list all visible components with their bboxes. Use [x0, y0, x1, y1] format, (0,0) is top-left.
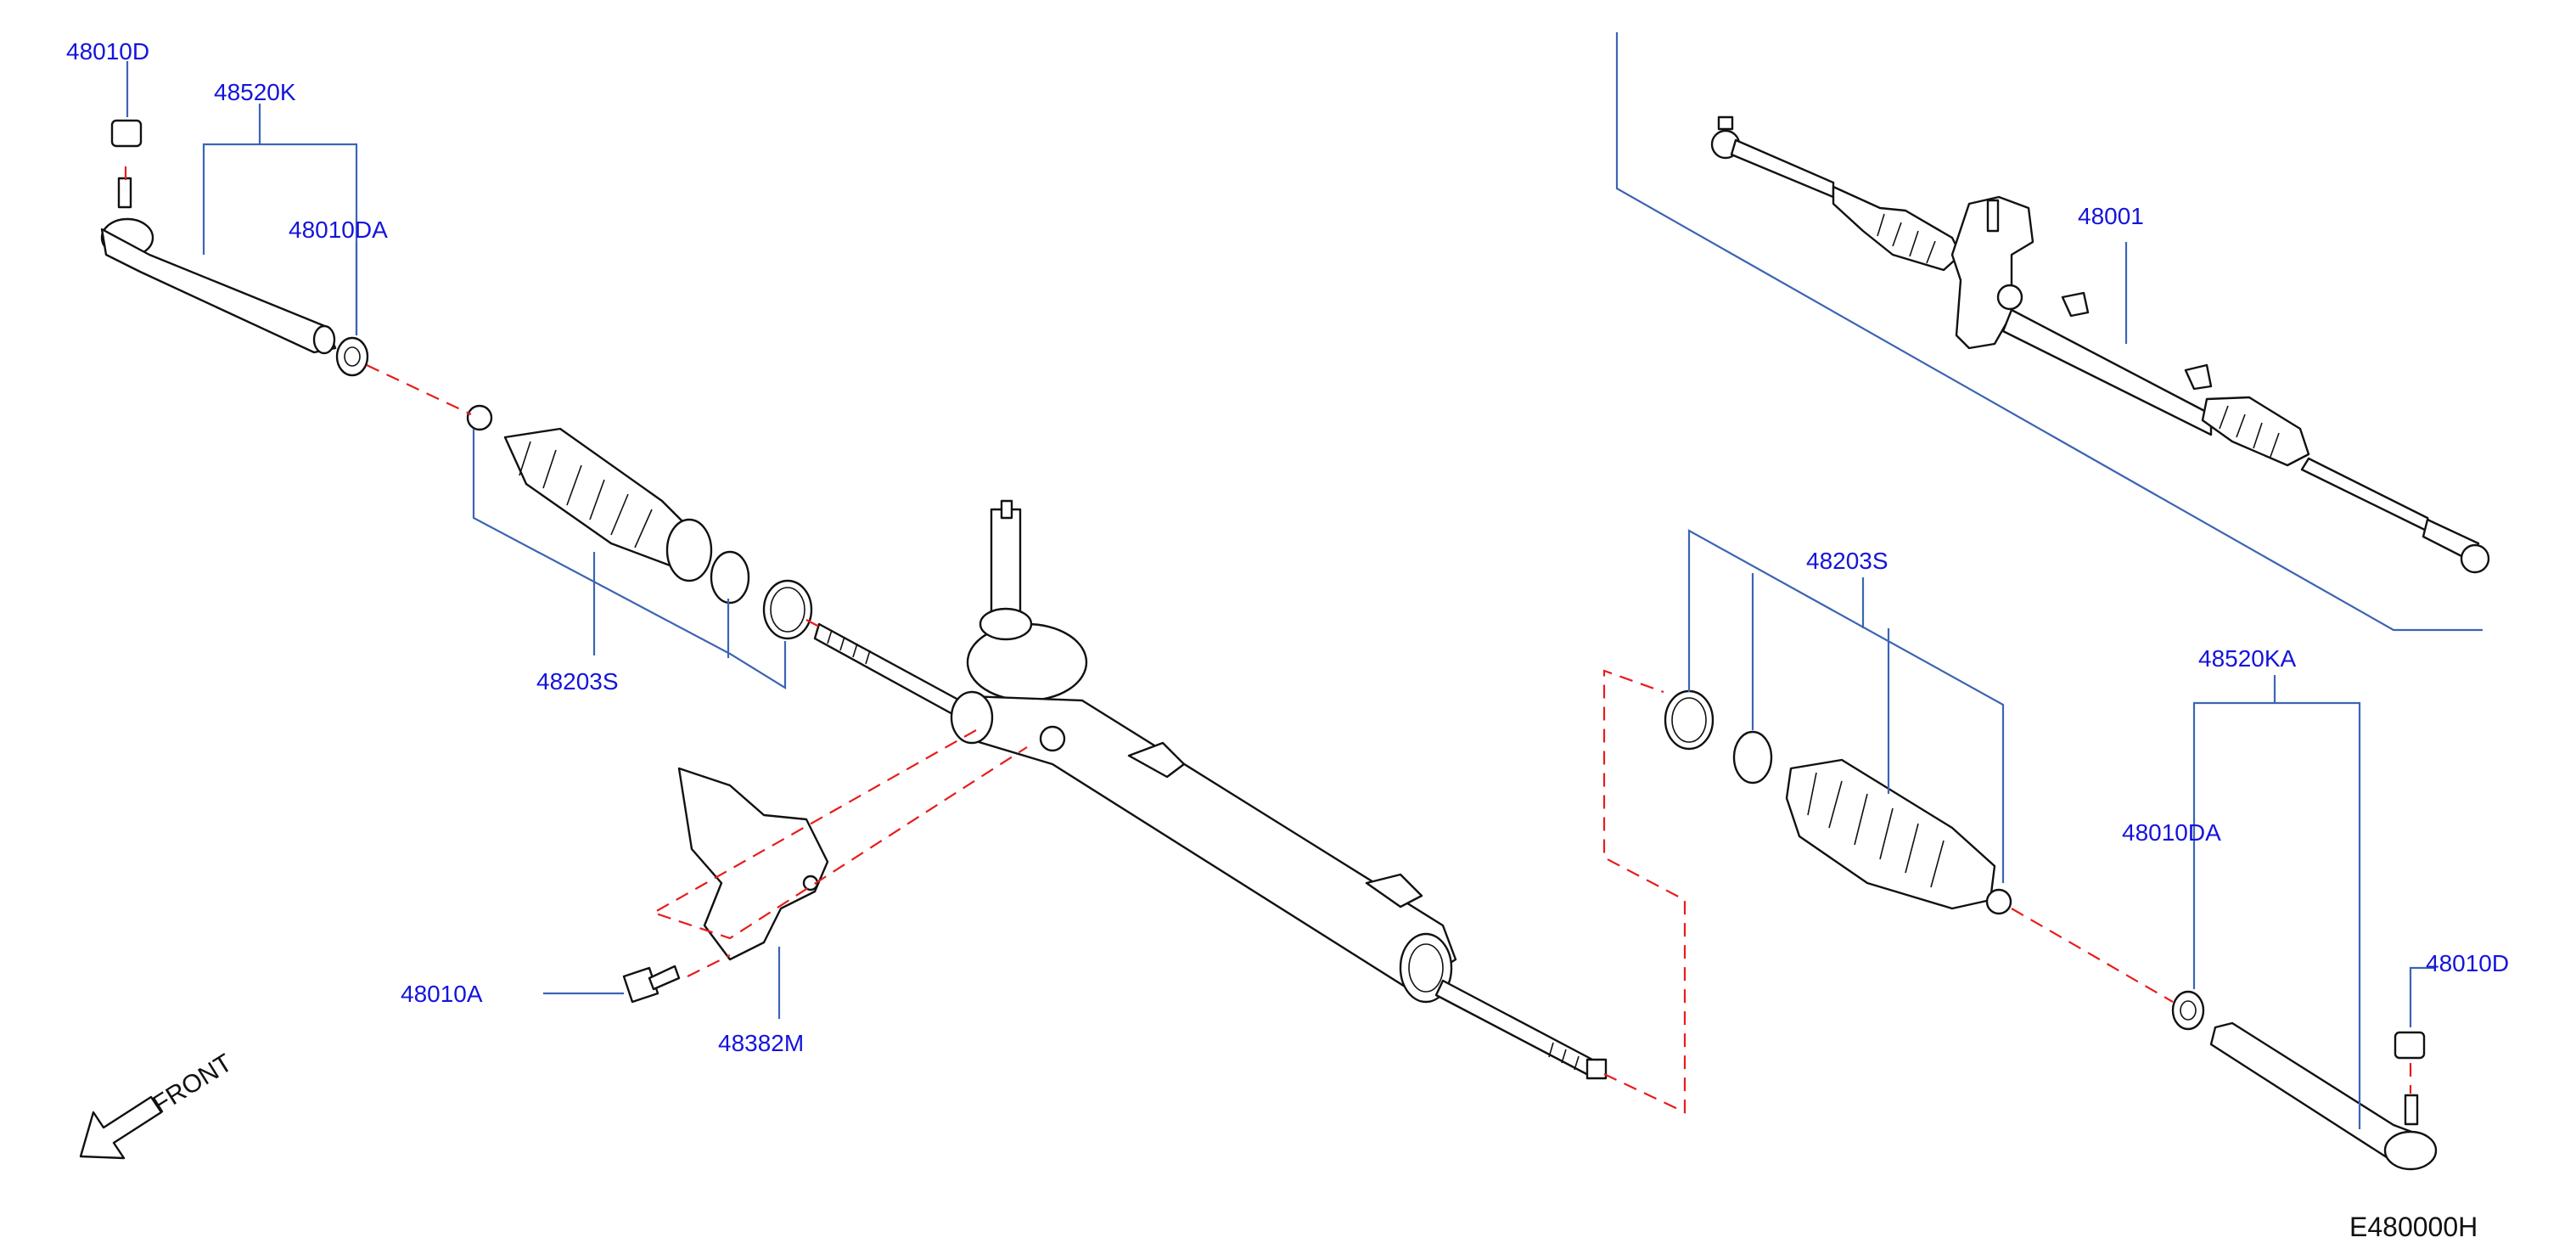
assembly-bracket-line	[1615, 32, 2483, 632]
callout-48010A[interactable]: 48010A	[401, 981, 483, 1007]
callout-48010DA-left[interactable]: 48010DA	[289, 217, 388, 243]
boot-kit-right[interactable]	[1664, 689, 2012, 915]
steering-gear-housing[interactable]	[813, 499, 1608, 1080]
callout-48382M[interactable]: 48382M	[718, 1030, 804, 1056]
callout-48203S-right[interactable]: 48203S	[1806, 548, 1889, 574]
boot-kit-left[interactable]	[466, 404, 813, 640]
assembly-dash-lines	[124, 166, 2412, 1114]
nut-right[interactable]	[2394, 1031, 2426, 1060]
tie-rod-end-right[interactable]	[2171, 990, 2438, 1171]
diagram-code: E480000H	[2349, 1212, 2478, 1242]
callout-48010D-left[interactable]: 48010D	[66, 38, 149, 65]
callout-48010D-right[interactable]: 48010D	[2426, 950, 2509, 976]
callout-48203S-left[interactable]: 48203S	[536, 668, 619, 695]
callout-48520KA[interactable]: 48520KA	[2198, 645, 2297, 672]
nut-left[interactable]	[110, 119, 143, 148]
callout-48520K[interactable]: 48520K	[214, 79, 296, 105]
callout-48001[interactable]: 48001	[2078, 203, 2144, 229]
washer-right[interactable]	[2171, 990, 2205, 1031]
front-label: FRONT	[148, 1049, 237, 1119]
steering-gear-assembly-overview[interactable]	[1615, 32, 2490, 632]
callout-48010DA-right[interactable]: 48010DA	[2122, 819, 2221, 846]
washer-left[interactable]	[335, 336, 369, 377]
mounting-bolt[interactable]	[622, 965, 681, 1004]
insulator-bracket[interactable]	[677, 767, 829, 961]
tie-rod-end-left[interactable]	[100, 119, 369, 377]
leader-lines	[126, 61, 2436, 1129]
front-arrow-icon	[79, 1095, 163, 1160]
